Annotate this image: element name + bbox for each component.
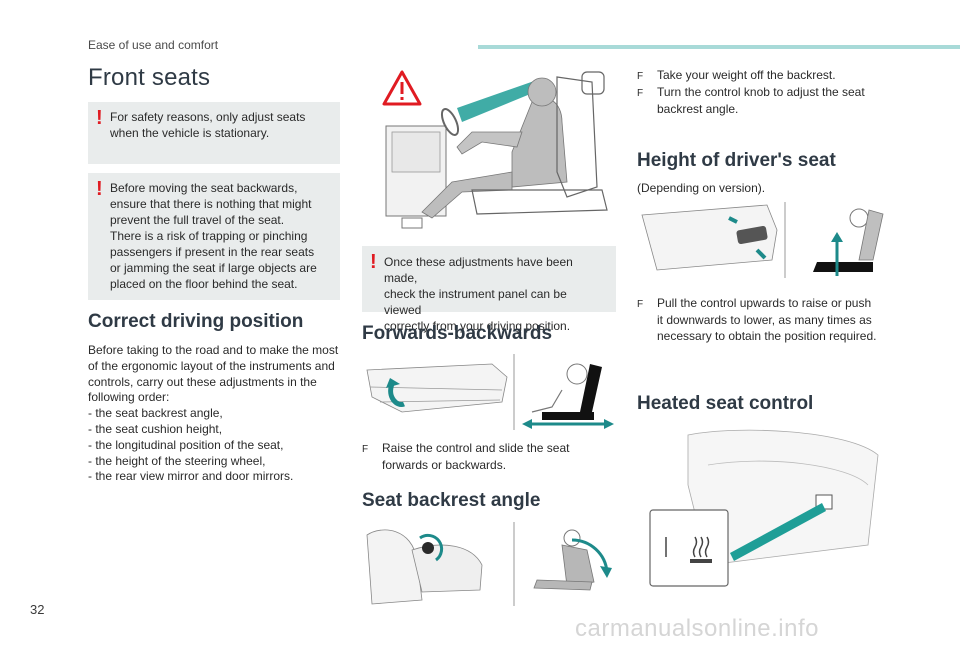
header-accent-bar [478, 45, 960, 49]
warning-box-instrument-panel: ! Once these adjustments have been made,… [362, 246, 616, 333]
heading-height-of-drivers-seat: Height of driver's seat [637, 150, 836, 171]
heading-forwards-backwards: Forwards-backwards [362, 323, 553, 344]
warning-box-stationary: ! For safety reasons, only adjust seats … [88, 102, 340, 164]
seat-height-illustration [641, 202, 884, 278]
warning-icon: ! [370, 251, 377, 273]
heated-seat-illustration [649, 429, 879, 587]
warning-text: Once these adjustments have been made, c… [384, 255, 573, 333]
step-item: - the rear view mirror and door mirrors. [88, 469, 294, 484]
step-item: - the seat cushion height, [88, 421, 223, 436]
height-version-note: (Depending on version). [637, 181, 766, 195]
step-item: - the height of the steering wheel, [88, 453, 266, 468]
forwards-backwards-illustration [366, 354, 614, 430]
warning-box-seat-backwards: ! Before moving the seat backwards,ensur… [88, 173, 340, 300]
heading-correct-driving-position: Correct driving position [88, 311, 304, 332]
warning-icon: ! [96, 107, 103, 129]
warning-icon: ! [96, 178, 103, 200]
warning-text: For safety reasons, only adjust seats wh… [110, 110, 306, 140]
step-item: - the longitudinal position of the seat, [88, 437, 284, 452]
heading-heated-seat-control: Heated seat control [637, 393, 814, 414]
watermark: carmanualsonline.info [575, 615, 819, 642]
page-title: Front seats [88, 64, 211, 91]
correct-position-text: Before taking to the road and to make th… [88, 343, 344, 485]
page-number: 32 [30, 602, 45, 617]
warning-text: Before moving the seat backwards,ensure … [110, 181, 317, 291]
section-label: Ease of use and comfort [88, 38, 219, 52]
heading-seat-backrest-angle: Seat backrest angle [362, 490, 541, 511]
step-item: - the seat backrest angle, [88, 406, 223, 421]
backrest-angle-illustration [366, 522, 612, 606]
driving-position-illustration [382, 70, 608, 229]
